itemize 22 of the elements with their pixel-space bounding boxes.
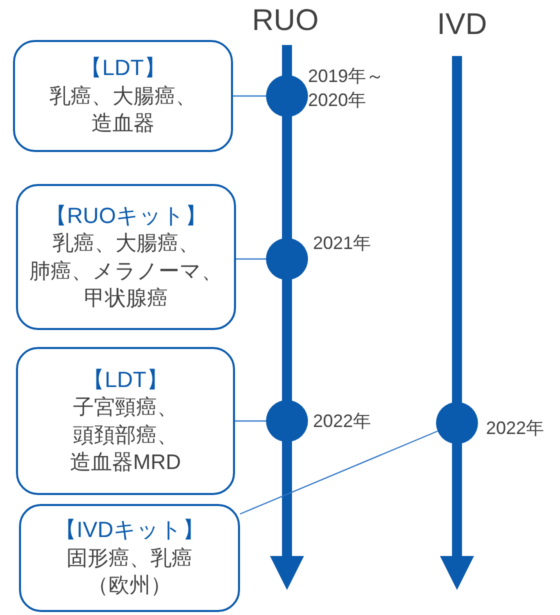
category-heading: 【LDT】 — [80, 54, 166, 82]
connector-line — [236, 258, 266, 260]
milestone-box — [19, 504, 240, 612]
cancer-list: 子宮頸癌、頭頚部癌、造血器MRD — [48, 394, 202, 476]
cancer-list: 乳癌、大腸癌、造血器 — [46, 83, 200, 138]
cancer-list: 固形癌、乳癌（欧州） — [56, 545, 203, 600]
axis-title: IVD — [437, 10, 488, 40]
milestone-box — [13, 40, 233, 152]
date-label: 2022年 — [486, 417, 546, 440]
connector-line — [235, 420, 266, 422]
milestone-box — [16, 347, 235, 495]
date-label: 2022年 — [313, 410, 372, 433]
connector-line — [233, 95, 266, 97]
date-label: 2019年～ 2020年 — [308, 65, 386, 112]
milestone-box — [16, 184, 236, 330]
category-heading: 【IVDキット】 — [54, 516, 204, 544]
date-label: 2021年 — [313, 232, 372, 255]
category-heading: 【RUOキット】 — [45, 202, 207, 230]
axis-title: RUO — [252, 6, 319, 36]
cancer-list: 乳癌、大腸癌、肺癌、メラノーマ、甲状腺癌 — [28, 230, 224, 312]
connector-line — [240, 430, 438, 515]
category-heading: 【LDT】 — [82, 366, 168, 394]
